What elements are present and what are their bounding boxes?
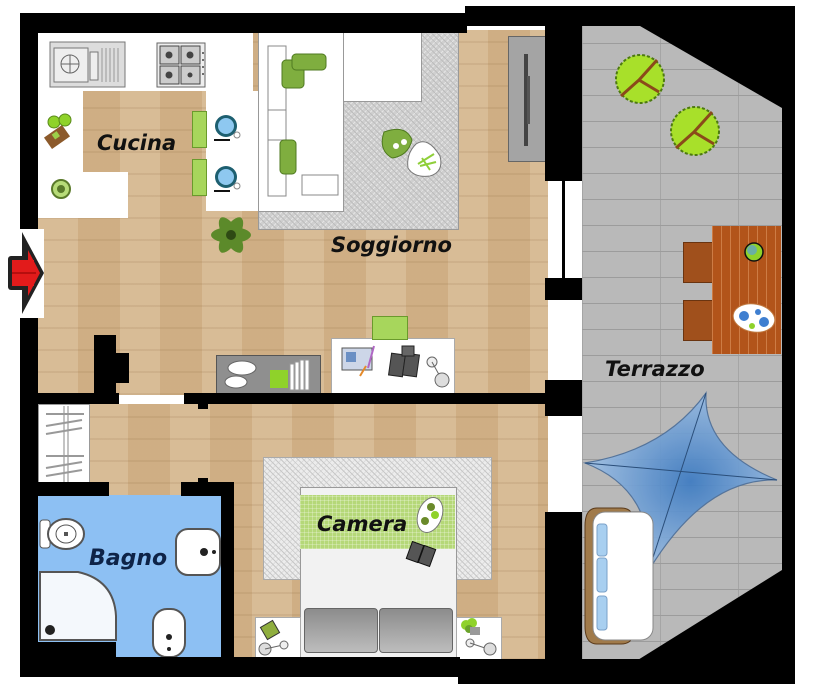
room-label-cucina: Cucina — [97, 131, 177, 155]
entrance-arrow-icon[interactable] — [6, 230, 46, 316]
sofa-cushions-icon — [267, 45, 339, 197]
shower-icon — [39, 571, 117, 641]
nightstand-items-icon — [258, 619, 289, 656]
tree-icon — [615, 54, 665, 104]
outdoor-chair-icon — [683, 242, 715, 283]
wall-top-terrace — [465, 6, 795, 26]
plate-icon — [51, 179, 71, 199]
tv-icon — [527, 76, 530, 124]
wall-top-tv — [545, 26, 582, 181]
wall-stub — [198, 393, 208, 409]
sink-icon — [175, 528, 221, 576]
wall-terrace-partition — [545, 512, 582, 662]
wall-bath-stub — [198, 478, 208, 484]
sink-icon — [49, 41, 126, 88]
outdoor-chair-icon — [683, 300, 715, 341]
desk-items-icon — [341, 345, 450, 388]
wall-terrace-partition — [545, 278, 582, 300]
wall-corridor-pillar — [94, 335, 116, 404]
wall-bath-right — [221, 482, 234, 660]
wall-corridor-pillar — [116, 353, 129, 383]
plant-icon — [211, 217, 251, 253]
bar-stool-icon — [214, 115, 241, 141]
sideboard-decor-icon — [224, 359, 310, 391]
tree-icon — [670, 106, 720, 156]
coffee-table-icon — [381, 128, 442, 177]
wall-bath-top-right — [181, 482, 234, 496]
room-label-terrazzo: Terrazzo — [605, 357, 705, 381]
wall-terrace-partition — [545, 380, 582, 416]
wall-right — [782, 6, 795, 684]
wall-corridor-left — [20, 393, 119, 404]
nightstand-items-icon — [461, 618, 497, 656]
window-mullion — [562, 181, 565, 278]
pillow-icon — [379, 608, 453, 653]
wall-bottom-right — [458, 659, 795, 684]
wall-bath-top-left — [20, 482, 109, 496]
wall-left-lower — [20, 317, 38, 677]
room-label-bagno: Bagno — [89, 546, 168, 571]
window-bedroom — [548, 416, 580, 512]
wall-left-upper — [20, 13, 38, 230]
tv-icon — [524, 54, 528, 146]
bar-stool-icon — [214, 166, 241, 192]
bidet-icon — [152, 608, 186, 658]
wall-bottom — [20, 657, 460, 677]
room-label-camera: Camera — [317, 512, 408, 536]
wardrobe-hangers-icon — [45, 406, 84, 482]
room-label-soggiorno: Soggiorno — [331, 233, 452, 257]
window-living-2 — [548, 300, 580, 380]
bar-footrest — [192, 159, 207, 196]
cutting-board-icon — [43, 113, 72, 150]
bar-footrest — [192, 111, 207, 148]
pillow-icon — [304, 608, 378, 653]
cooktop-icon — [156, 42, 206, 88]
toilet-icon — [39, 518, 85, 550]
wall-living-bedroom — [184, 393, 548, 404]
desk-chair-icon — [372, 316, 408, 340]
bed-tray-icon — [405, 497, 444, 568]
table-items-icon — [732, 242, 776, 333]
wall-top — [20, 13, 467, 33]
wall-bath-shower — [38, 642, 116, 658]
outdoor-sofa-icon — [584, 507, 654, 645]
